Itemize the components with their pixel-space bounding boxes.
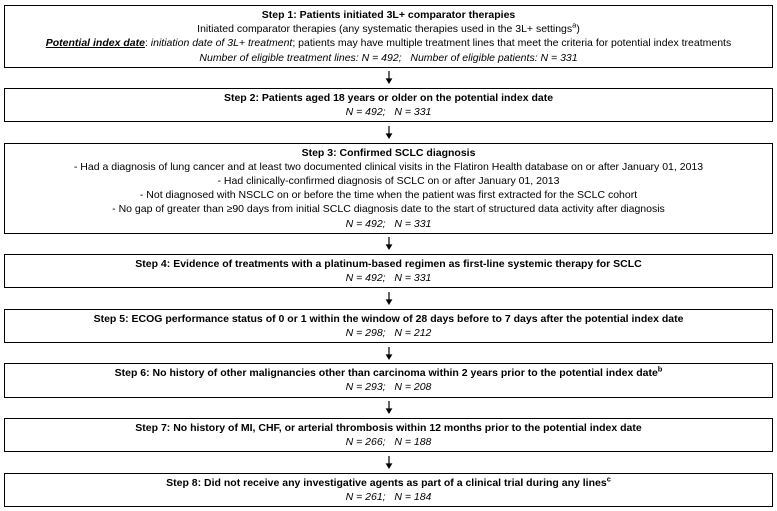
step-3-counts: N = 492; N = 331 xyxy=(345,217,432,230)
step-1-superscript-a: a xyxy=(572,20,577,30)
down-arrow-3 xyxy=(4,237,773,251)
step-8-counts: N = 261; N = 184 xyxy=(345,490,432,503)
step-7-box: Step 7: No history of MI, CHF, or arteri… xyxy=(4,417,773,453)
step-8-box: Step 8: Did not receive any investigativ… xyxy=(4,472,773,507)
step-1-index-colon: : xyxy=(144,37,151,50)
step-1-index-date-label: Potential index date xyxy=(45,37,145,50)
step-3-title: Step 3: Confirmed SCLC diagnosis xyxy=(301,146,476,159)
step-6-counts: N = 293; N = 208 xyxy=(345,381,432,394)
step-2-title: Step 2: Patients aged 18 years or older … xyxy=(223,92,554,104)
step-1-line-2: Potential index date: initiation date of… xyxy=(8,36,769,50)
step-6-title: Step 6: No history of other malignancies… xyxy=(8,366,769,380)
step-6-box: Step 6: No history of other malignancies… xyxy=(4,363,773,398)
step-7-title: Step 7: No history of MI, CHF, or arteri… xyxy=(135,421,642,434)
step-8-title-text: Step 8: Did not receive any investigativ… xyxy=(166,476,607,489)
step-1-line-1-close: ) xyxy=(576,23,580,36)
step-1-line-1: Initiated comparator therapies (any syst… xyxy=(8,20,769,36)
down-arrow-icon xyxy=(385,292,392,305)
down-arrow-icon xyxy=(385,126,392,139)
step-6-title-text: Step 6: No history of other malignancies… xyxy=(114,367,658,380)
down-arrow-7 xyxy=(4,455,773,469)
down-arrow-4 xyxy=(4,292,773,305)
down-arrow-icon xyxy=(385,401,392,415)
step-1-line-1-text: Initiated comparator therapies (any syst… xyxy=(197,23,573,36)
step-1-counts: Number of eligible treatment lines: N = … xyxy=(199,51,578,64)
step-8-title: Step 8: Did not receive any investigativ… xyxy=(8,474,769,490)
down-arrow-icon xyxy=(385,237,392,251)
step-1-index-definition: initiation date of 3L+ treatment xyxy=(150,37,293,50)
down-arrow-2 xyxy=(4,126,773,139)
step-2-counts: N = 492; N = 331 xyxy=(345,106,432,119)
down-arrow-icon xyxy=(385,346,392,360)
step-5-title: Step 5: ECOG performance status of 0 or … xyxy=(93,312,684,325)
step-3-bullet-4: - No gap of greater than ≥90 days from i… xyxy=(112,203,665,216)
step-7-counts: N = 266; N = 188 xyxy=(345,436,432,449)
step-5-box: Step 5: ECOG performance status of 0 or … xyxy=(4,308,773,343)
down-arrow-6 xyxy=(4,401,773,415)
down-arrow-1 xyxy=(4,71,773,85)
step-1-box: Step 1: Patients initiated 3L+ comparato… xyxy=(4,5,773,68)
step-4-title: Step 4: Evidence of treatments with a pl… xyxy=(135,258,642,270)
step-3-bullet-2: - Had clinically-confirmed diagnosis of … xyxy=(217,175,560,187)
down-arrow-icon xyxy=(385,455,392,469)
step-4-box: Step 4: Evidence of treatments with a pl… xyxy=(4,254,773,289)
step-8-superscript-c: c xyxy=(606,474,611,484)
step-2-box: Step 2: Patients aged 18 years or older … xyxy=(4,88,773,123)
step-3-box: Step 3: Confirmed SCLC diagnosis - Had a… xyxy=(4,142,773,234)
down-arrow-icon xyxy=(385,71,392,85)
step-3-bullet-1: - Had a diagnosis of lung cancer and at … xyxy=(73,160,704,173)
step-3-bullet-3: - Not diagnosed with NSCLC on or before … xyxy=(139,189,638,202)
down-arrow-5 xyxy=(4,346,773,360)
step-5-counts: N = 298; N = 212 xyxy=(345,326,432,339)
step-1-index-rest: ; patients may have multiple treatment l… xyxy=(292,37,732,50)
step-1-title: Step 1: Patients initiated 3L+ comparato… xyxy=(261,9,516,21)
step-6-superscript-b: b xyxy=(657,364,663,374)
step-4-counts: N = 492; N = 331 xyxy=(345,272,432,285)
